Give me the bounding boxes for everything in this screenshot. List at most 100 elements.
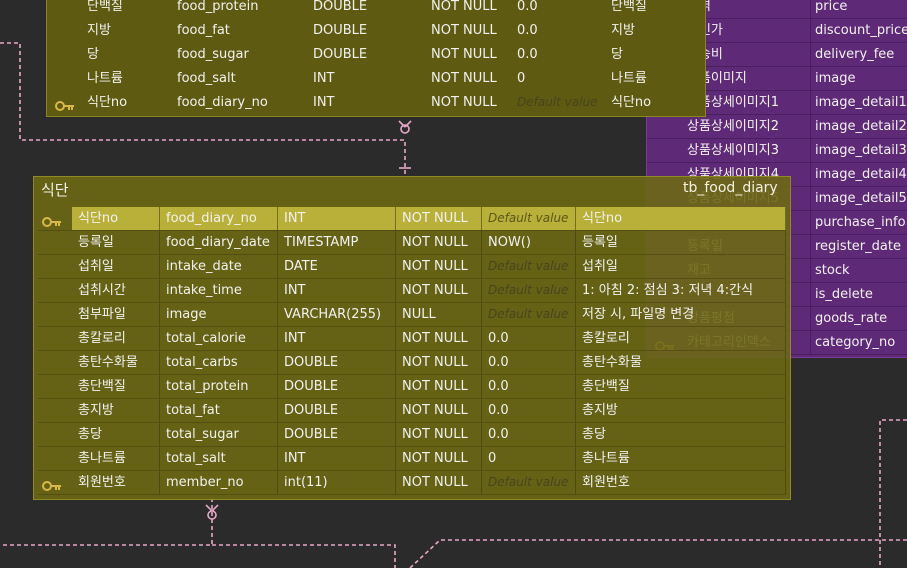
column-field-name: member_no — [160, 471, 278, 494]
crowfoot-leg — [211, 504, 219, 512]
column-default-value: 0.0 — [517, 0, 538, 14]
column-field-name: food_diary_no — [177, 95, 268, 110]
column-comment: 1: 아침 2: 점심 3: 저녁 4:간식 — [576, 279, 786, 302]
column-data-type: INT — [278, 207, 396, 230]
column-field-name: food_salt — [177, 71, 236, 86]
column-field-name: image_detail1 — [809, 91, 907, 114]
column-comment: 총단백질 — [576, 375, 786, 398]
column-data-type: DOUBLE — [313, 0, 368, 14]
column-korean-name: 첨부파일 — [72, 303, 160, 326]
column-data-type: INT — [313, 71, 335, 86]
column-data-type: int(11) — [278, 471, 396, 494]
column-korean-name: 등록일 — [72, 231, 160, 254]
table-row[interactable]: 식단no food_diary_no INT NOT NULL Default valu… — [47, 91, 703, 114]
column-data-type: INT — [278, 327, 396, 350]
primary-key-icon — [40, 471, 64, 494]
column-field-name: goods_rate — [809, 307, 907, 330]
column-data-type: INT — [278, 447, 396, 470]
column-default-value: 0 — [482, 447, 576, 470]
primary-key-icon — [53, 91, 77, 114]
primary-key-icon — [40, 207, 64, 230]
column-default-value: 0.0 — [482, 399, 576, 422]
column-korean-name: 총나트륨 — [72, 447, 160, 470]
column-comment: 단백질 — [611, 0, 647, 14]
column-nullable: NOT NULL — [396, 255, 482, 278]
column-field-name: total_fat — [160, 399, 278, 422]
column-nullable: NOT NULL — [431, 23, 497, 38]
column-comment: 당 — [611, 47, 623, 62]
column-nullable: NOT NULL — [396, 207, 482, 230]
column-nullable: NOT NULL — [396, 423, 482, 446]
column-korean-name: 나트륨 — [87, 71, 123, 86]
column-data-type: INT — [313, 95, 335, 110]
column-default-value: Default value — [517, 95, 598, 109]
column-korean-name: 단백질 — [87, 0, 123, 14]
table-title[interactable]: 식단 — [41, 181, 69, 199]
column-data-type: INT — [278, 279, 396, 302]
column-nullable: NOT NULL — [396, 471, 482, 494]
column-default-value: 0 — [517, 71, 526, 86]
column-korean-name: 식단no — [72, 207, 160, 230]
column-nullable: NOT NULL — [431, 71, 497, 86]
column-korean-name: 상품상세이미지1 — [681, 91, 811, 114]
column-nullable: NOT NULL — [396, 351, 482, 374]
column-comment: 총탄수화물 — [576, 351, 786, 374]
column-comment: 등록일 — [576, 231, 786, 254]
crowfoot-leg — [404, 120, 412, 128]
column-field-name: is_delete — [809, 283, 907, 306]
column-korean-name: 총단백질 — [72, 375, 160, 398]
crowfoot-circle-top — [400, 124, 410, 134]
column-data-type: DOUBLE — [313, 23, 368, 38]
column-field-name: image_detail3 — [809, 139, 907, 162]
column-default-value: 0.0 — [517, 23, 538, 38]
column-field-name: total_calorie — [160, 327, 278, 350]
column-data-type: DOUBLE — [278, 375, 396, 398]
column-nullable: NULL — [396, 303, 482, 326]
column-nullable: NOT NULL — [431, 47, 497, 62]
connector-right — [879, 419, 907, 568]
column-default-value: 0.0 — [482, 327, 576, 350]
column-field-name: image_detail4 — [809, 163, 907, 186]
column-comment: 나트륨 — [611, 71, 647, 86]
column-field-name: total_protein — [160, 375, 278, 398]
column-nullable: NOT NULL — [431, 0, 497, 14]
column-field-name: register_date — [809, 235, 907, 258]
column-comment: 총당 — [576, 423, 786, 446]
column-default-value: Default value — [482, 279, 576, 302]
column-nullable: NOT NULL — [396, 447, 482, 470]
column-field-name: category_no — [809, 331, 907, 354]
column-field-name: image — [160, 303, 278, 326]
table-row[interactable]: 나트륨 food_salt INT NOT NULL 0 나트륨 — [47, 67, 703, 90]
column-korean-name: 섭취시간 — [72, 279, 160, 302]
column-nullable: NOT NULL — [431, 95, 497, 110]
column-korean-name: 총당 — [72, 423, 160, 446]
column-data-type: DOUBLE — [278, 351, 396, 374]
column-comment: 식단no — [611, 95, 652, 110]
column-field-name: food_fat — [177, 23, 230, 38]
column-field-name: intake_time — [160, 279, 278, 302]
column-field-name: purchase_info — [809, 211, 907, 234]
column-korean-name: 상품상세이미지2 — [681, 115, 811, 138]
column-korean-name: 총탄수화물 — [72, 351, 160, 374]
column-field-name: image — [809, 67, 907, 90]
